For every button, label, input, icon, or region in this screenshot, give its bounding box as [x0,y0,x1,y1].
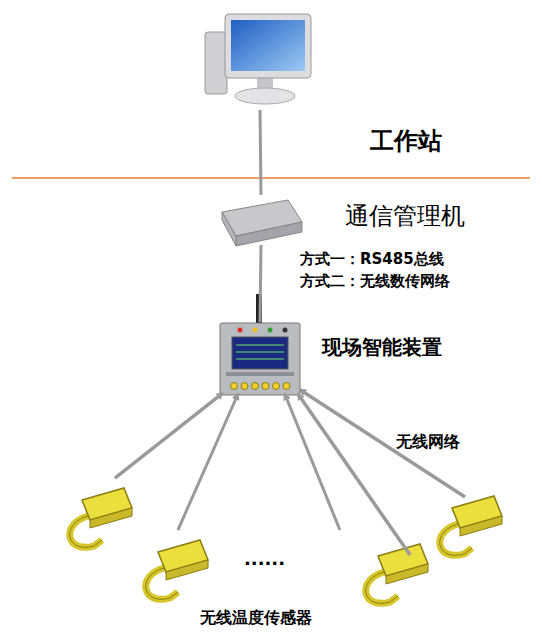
node-label: 现场智能装置 [322,334,442,361]
node-label: 无线温度传感器 [200,608,312,629]
wireless-arrow [115,393,222,478]
wireless-arrow [178,394,238,530]
annotation-label: 方式一：RS485总线 [300,250,444,269]
link-line [260,110,261,195]
node-label: 工作站 [370,125,442,157]
field-device-node: 现场智能装置 [220,322,300,394]
sensor-icon [146,540,208,599]
workstation-node: 工作站 [205,12,315,110]
comm-manager-node: 通信管理机 [220,195,302,245]
sensor-icon [440,496,502,555]
divider-line [12,177,530,179]
node-label: 通信管理机 [345,200,465,232]
sensor-icon [70,488,132,547]
device-icon [220,294,300,395]
wireless-arrow [285,394,340,530]
wireless-arrow [298,394,410,555]
computer-icon [205,14,311,104]
annotation-label: ...... [244,548,285,569]
wireless-arrow [300,390,465,497]
annotation-label: 方式二：无线数传网络 [300,272,450,291]
link-line [260,245,261,322]
router-icon [222,200,302,246]
sensor-icon [366,544,428,603]
annotation-label: 无线网络 [396,432,460,453]
